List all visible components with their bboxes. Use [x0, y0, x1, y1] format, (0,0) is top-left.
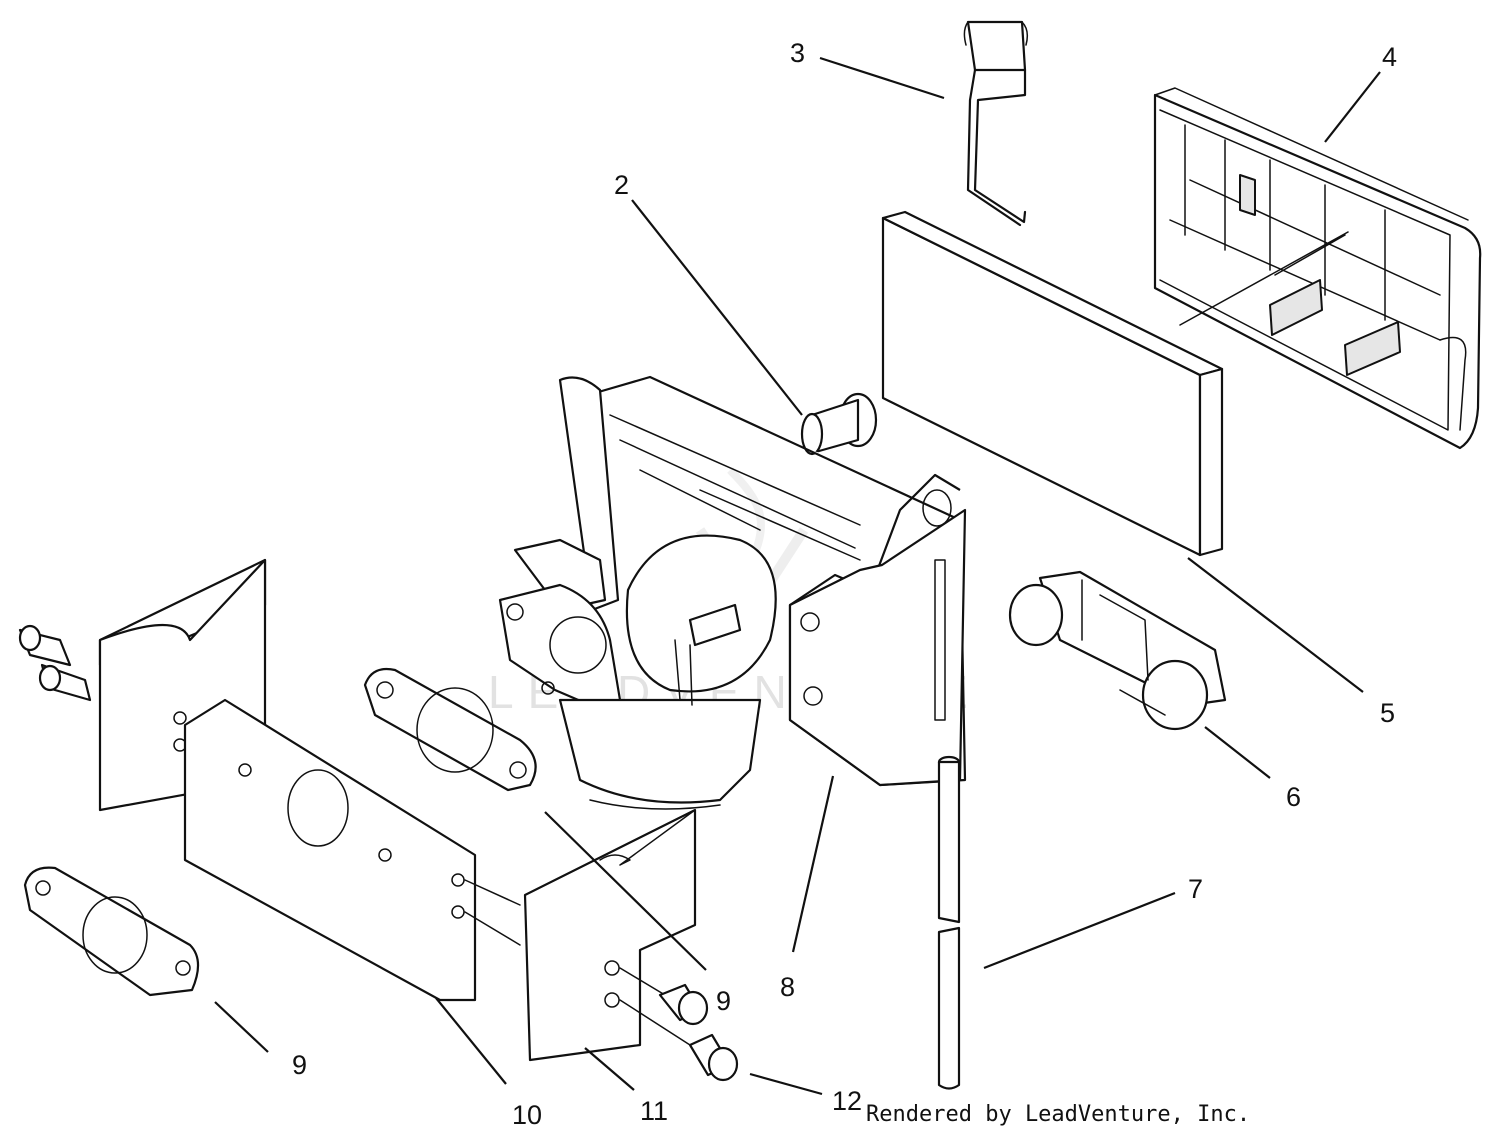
leader-7	[983, 891, 1176, 970]
leader-10	[435, 997, 507, 1085]
leader-2	[631, 199, 803, 416]
bolts-left[interactable]	[18, 624, 92, 702]
retaining-clip[interactable]	[963, 20, 1029, 227]
leader-3	[819, 56, 945, 100]
callout-11: 11	[640, 1096, 668, 1126]
callout-6: 6	[1286, 782, 1301, 812]
air-cleaner-base[interactable]	[594, 375, 967, 787]
render-credit: Rendered by LeadVenture, Inc.	[866, 1102, 1251, 1127]
leader-8	[791, 775, 835, 953]
leader-9b	[214, 1001, 269, 1053]
air-filter-element[interactable]	[881, 210, 1224, 557]
leader-4	[1324, 71, 1381, 143]
callout-labels: 3 4 2 5 6 7 8 9 9 10 11 12	[292, 38, 1397, 1130]
bolts-right[interactable]	[658, 983, 739, 1082]
air-cleaner-cover[interactable]	[1153, 87, 1482, 450]
hose-tube[interactable]	[937, 755, 961, 1090]
leader-6	[1204, 726, 1271, 779]
callout-8: 8	[780, 972, 795, 1002]
leader-lines	[214, 56, 1381, 1096]
callout-9-center: 9	[716, 986, 731, 1016]
gasket-lower-left[interactable]	[23, 866, 200, 997]
fuel-fitting[interactable]	[800, 392, 878, 456]
leader-5	[1187, 557, 1364, 693]
callout-9-lower-left: 9	[292, 1050, 307, 1080]
leader-12	[749, 1072, 823, 1096]
carburetor-body[interactable]	[498, 376, 777, 810]
mounting-bracket[interactable]	[523, 808, 697, 1062]
leader-9a	[544, 811, 707, 971]
gasket-center[interactable]	[363, 667, 537, 792]
callout-12: 12	[832, 1086, 862, 1116]
callout-4: 4	[1382, 42, 1397, 72]
callout-10: 10	[512, 1100, 542, 1130]
callout-2: 2	[614, 170, 629, 200]
callout-5: 5	[1380, 698, 1395, 728]
leader-11	[584, 1047, 635, 1091]
heat-shield[interactable]	[98, 558, 521, 1002]
breather-elbow[interactable]	[1008, 570, 1227, 731]
callout-7: 7	[1188, 874, 1203, 904]
callout-3: 3	[790, 38, 805, 68]
